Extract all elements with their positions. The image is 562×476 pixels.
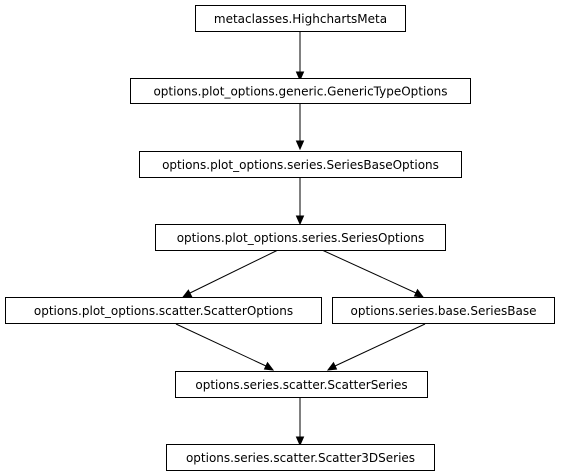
node-label: options.plot_options.scatter.ScatterOpti… — [34, 304, 293, 318]
node-series-options: options.plot_options.series.SeriesOption… — [155, 224, 446, 251]
edge-generic-type-options-to-series-base-options — [295, 103, 305, 151]
node-series-base: options.series.base.SeriesBase — [332, 297, 555, 324]
edge-series-base-options-to-series-options — [295, 177, 305, 226]
node-label: options.plot_options.generic.GenericType… — [153, 85, 447, 99]
node-label: options.plot_options.series.SeriesOption… — [177, 231, 425, 245]
node-label: options.series.base.SeriesBase — [351, 304, 537, 318]
edge-highcharts-meta-to-generic-type-options — [295, 31, 305, 82]
edge-scatter-series-to-scatter3d-series — [295, 397, 305, 447]
node-generic-type-options: options.plot_options.generic.GenericType… — [130, 78, 471, 104]
node-series-base-options: options.plot_options.series.SeriesBaseOp… — [139, 151, 462, 178]
node-scatter3d-series: options.series.scatter.Scatter3DSeries — [166, 444, 435, 471]
node-label: options.series.scatter.ScatterSeries — [195, 378, 407, 392]
edge-series-base-to-scatter-series — [326, 323, 426, 371]
edge-series-options-to-scatter-options — [182, 249, 279, 297]
node-label: options.plot_options.series.SeriesBaseOp… — [162, 158, 439, 172]
node-highcharts-meta: metaclasses.HighchartsMeta — [195, 5, 406, 32]
edge-scatter-options-to-scatter-series — [175, 323, 275, 371]
node-scatter-series: options.series.scatter.ScatterSeries — [175, 371, 428, 398]
edge-series-options-to-series-base — [321, 249, 425, 298]
node-label: options.series.scatter.Scatter3DSeries — [186, 451, 415, 465]
node-scatter-options: options.plot_options.scatter.ScatterOpti… — [5, 297, 322, 324]
node-label: metaclasses.HighchartsMeta — [214, 12, 387, 26]
